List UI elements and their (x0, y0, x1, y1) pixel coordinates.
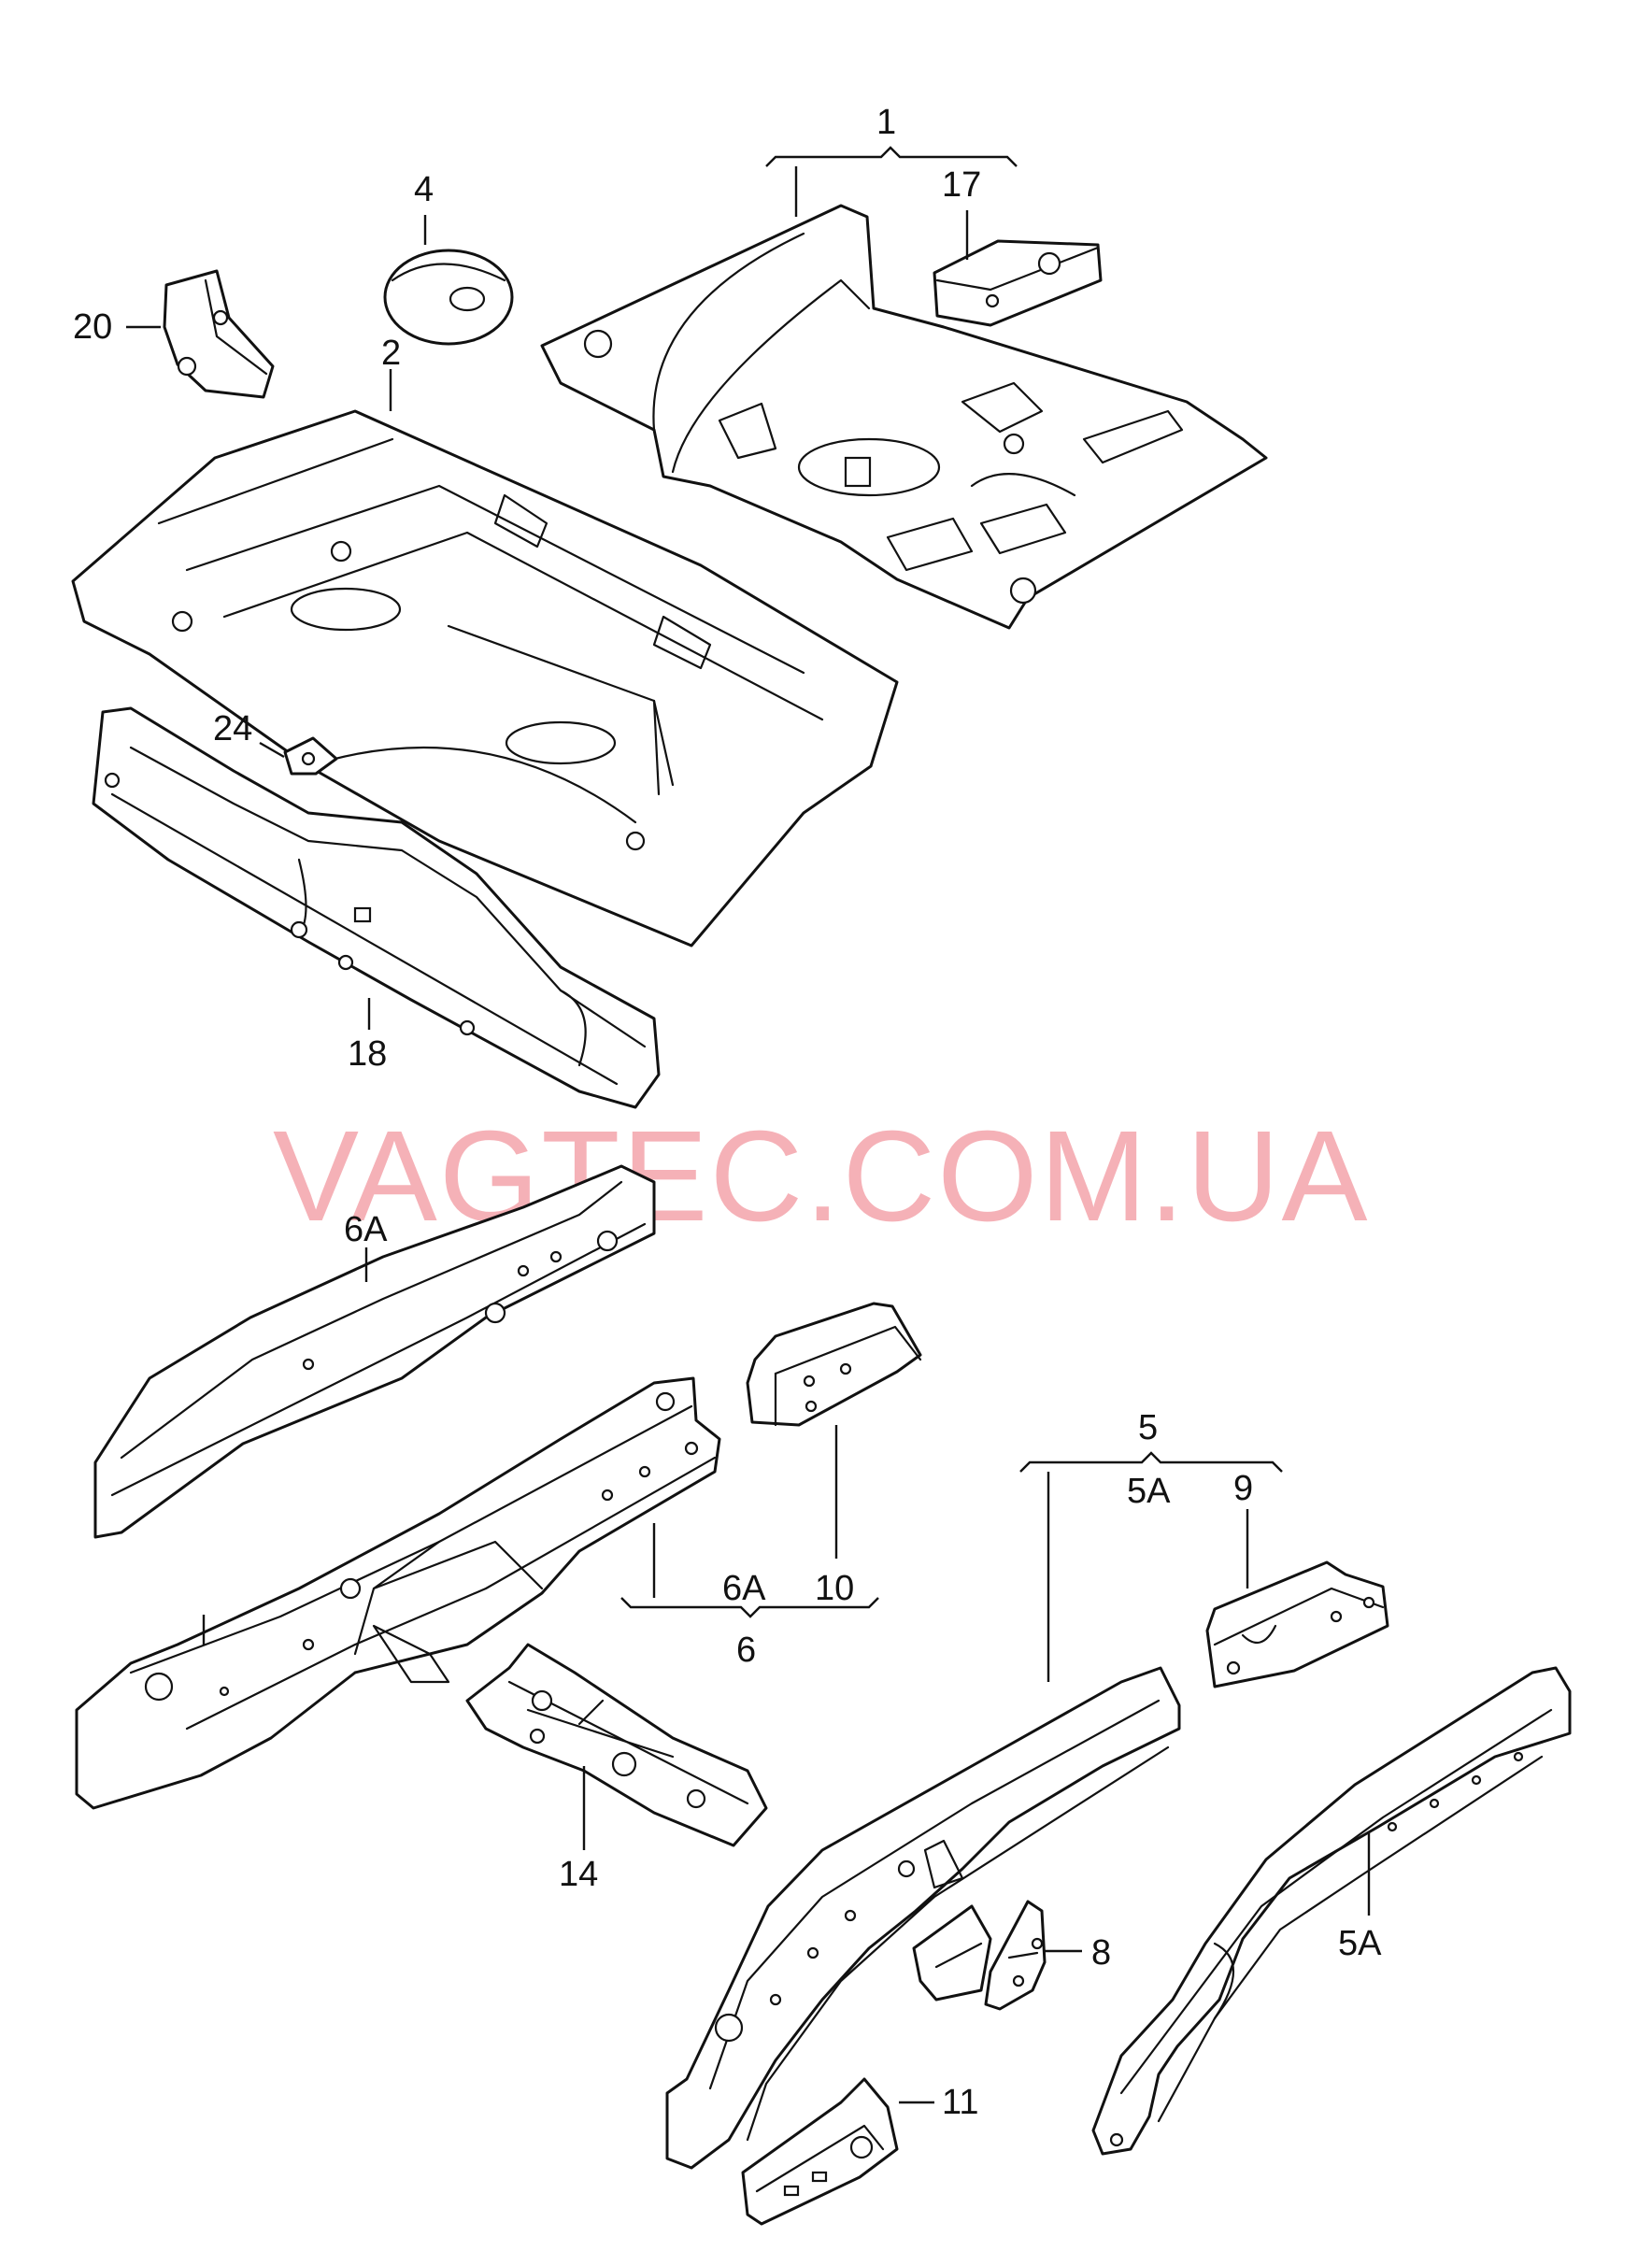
callout-11: 11 (942, 2083, 978, 2122)
part-24-clip (283, 736, 338, 776)
callout-10-group: 10 (815, 1569, 854, 1608)
callout-5: 5 (1138, 1408, 1158, 1447)
callout-6A-top: 6A (344, 1210, 388, 1249)
part-14-cross-brace (465, 1643, 768, 1847)
part-17-bracket (933, 239, 1103, 327)
part-5A-longitudinal-section (1091, 1666, 1572, 2156)
callout-5A: 5A (1338, 1924, 1382, 1963)
callout-1: 1 (876, 103, 896, 142)
callout-24: 24 (213, 709, 252, 748)
part-4-plug (383, 249, 514, 346)
part-5-rear-longitudinal (665, 1666, 1181, 2170)
callout-18: 18 (348, 1034, 387, 1074)
callout-9: 9 (1233, 1469, 1253, 1508)
callout-20: 20 (73, 307, 112, 347)
callout-2: 2 (381, 334, 401, 373)
callout-5A-group: 5A (1127, 1472, 1171, 1511)
part-2-middle-floor-pan (71, 409, 899, 947)
part-8-brackets (912, 1900, 1047, 2011)
part-9-bracket (1205, 1560, 1389, 1688)
callout-6: 6 (736, 1631, 756, 1670)
callout-6A-group: 6A (722, 1569, 766, 1608)
part-18-cross-member (92, 706, 661, 1109)
callout-4: 4 (414, 170, 434, 209)
leader-lines (126, 146, 1371, 2104)
part-11-bracket (741, 2077, 899, 2226)
callout-17: 17 (942, 165, 981, 205)
part-6A-side-member (93, 1164, 656, 1539)
watermark-text: VAGTEC.COM.UA (273, 1104, 1370, 1248)
callout-labels: 1 17 4 20 2 24 18 6A 6A 10 6 5 5A 9 14 8… (73, 103, 1382, 2122)
callout-8: 8 (1091, 1933, 1111, 1973)
part-1-rear-floor-pan (540, 204, 1268, 630)
part-10-bracket (746, 1302, 922, 1427)
part-20-bracket (163, 269, 275, 399)
callout-14: 14 (559, 1855, 598, 1894)
part-6-side-member-assembly (75, 1376, 721, 1810)
